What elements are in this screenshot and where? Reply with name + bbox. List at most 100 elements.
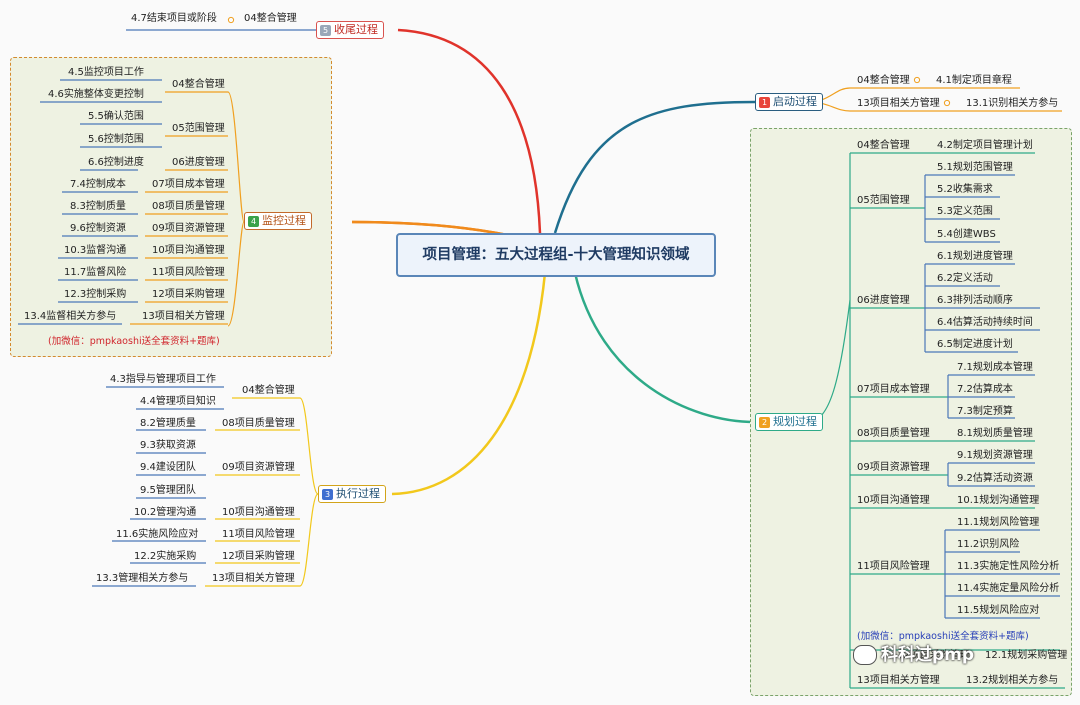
closing-area: 04整合管理 bbox=[244, 13, 297, 24]
planning-area: 13项目相关方管理 bbox=[857, 675, 940, 686]
planning-item: 7.2估算成本 bbox=[957, 384, 1013, 395]
closing-item: 4.7结束项目或阶段 bbox=[131, 13, 217, 24]
planning-item: 11.1规划风险管理 bbox=[957, 517, 1040, 528]
planning-item: 5.3定义范围 bbox=[937, 206, 993, 217]
closing-number-badge: 5 bbox=[320, 25, 331, 36]
planning-item: 12.1规划采购管理 bbox=[985, 650, 1068, 661]
planning-item: 10.1规划沟通管理 bbox=[957, 495, 1040, 506]
monitoring-area: 12项目采购管理 bbox=[152, 289, 225, 300]
monitoring-item: 8.3控制质量 bbox=[70, 201, 126, 212]
executing-number-badge: 3 bbox=[322, 489, 333, 500]
planning-area: 09项目资源管理 bbox=[857, 462, 930, 473]
executing-area: 08项目质量管理 bbox=[222, 418, 295, 429]
initiating-item: 13.1识别相关方参与 bbox=[966, 98, 1059, 109]
executing-item: 10.2管理沟通 bbox=[134, 507, 197, 518]
planning-item: 11.2识别风险 bbox=[957, 539, 1020, 550]
monitoring-item: 11.7监督风险 bbox=[64, 267, 127, 278]
planning-item: 7.3制定预算 bbox=[957, 406, 1013, 417]
center-topic: 项目管理：五大过程组-十大管理知识领域 bbox=[396, 233, 716, 277]
monitoring-area: 06进度管理 bbox=[172, 157, 225, 168]
planning-item: 6.1规划进度管理 bbox=[937, 251, 1013, 262]
planning-label: 规划过程 bbox=[773, 415, 817, 428]
planning-item: 11.4实施定量风险分析 bbox=[957, 583, 1060, 594]
monitoring-item: 12.3控制采购 bbox=[64, 289, 127, 300]
planning-note: (加微信：pmpkaoshi送全套资料+题库) bbox=[857, 631, 1029, 642]
planning-item: 7.1规划成本管理 bbox=[957, 362, 1033, 373]
planning-area: 10项目沟通管理 bbox=[857, 495, 930, 506]
executing-area: 10项目沟通管理 bbox=[222, 507, 295, 518]
planning-item: 5.1规划范围管理 bbox=[937, 162, 1013, 173]
planning-area: 08项目质量管理 bbox=[857, 428, 930, 439]
monitoring-item: 9.6控制资源 bbox=[70, 223, 126, 234]
planning-item: 11.3实施定性风险分析 bbox=[957, 561, 1060, 572]
planning-number-badge: 2 bbox=[759, 417, 770, 428]
planning-item: 6.5制定进度计划 bbox=[937, 339, 1013, 350]
monitoring-item: 5.5确认范围 bbox=[88, 111, 144, 122]
monitoring-item: 10.3监督沟通 bbox=[64, 245, 127, 256]
planning-item: 8.1规划质量管理 bbox=[957, 428, 1033, 439]
wechat-icon bbox=[853, 645, 877, 665]
executing-label: 执行过程 bbox=[336, 487, 380, 500]
planning-area: 05范围管理 bbox=[857, 195, 910, 206]
monitoring-item: 4.6实施整体变更控制 bbox=[48, 89, 144, 100]
planning-item: 6.4估算活动持续时间 bbox=[937, 317, 1033, 328]
monitoring-item: 13.4监督相关方参与 bbox=[24, 311, 117, 322]
monitoring-area: 05范围管理 bbox=[172, 123, 225, 134]
initiating-number-badge: 1 bbox=[759, 97, 770, 108]
monitoring-area: 10项目沟通管理 bbox=[152, 245, 225, 256]
planning-item: 13.2规划相关方参与 bbox=[966, 675, 1059, 686]
monitoring-item: 4.5监控项目工作 bbox=[68, 67, 144, 78]
planning-item: 4.2制定项目管理计划 bbox=[937, 140, 1033, 151]
executing-area: 09项目资源管理 bbox=[222, 462, 295, 473]
monitoring-area: 09项目资源管理 bbox=[152, 223, 225, 234]
monitoring-item: 5.6控制范围 bbox=[88, 134, 144, 145]
planning-area: 04整合管理 bbox=[857, 140, 910, 151]
monitoring-note: (加微信：pmpkaoshi送全套资料+题库) bbox=[48, 336, 220, 347]
planning-item: 9.1规划资源管理 bbox=[957, 450, 1033, 461]
executing-area: 13项目相关方管理 bbox=[212, 573, 295, 584]
monitoring-item: 7.4控制成本 bbox=[70, 179, 126, 190]
executing-item: 9.5管理团队 bbox=[140, 485, 196, 496]
executing-item: 9.4建设团队 bbox=[140, 462, 196, 473]
watermark-text: 科科过pmp bbox=[881, 645, 975, 665]
initiating-label: 启动过程 bbox=[773, 95, 817, 108]
executing-area: 04整合管理 bbox=[242, 385, 295, 396]
monitoring-label: 监控过程 bbox=[262, 214, 306, 227]
executing-item: 9.3获取资源 bbox=[140, 440, 196, 451]
monitoring-item: 6.6控制进度 bbox=[88, 157, 144, 168]
monitoring-area: 04整合管理 bbox=[172, 79, 225, 90]
planning-group-box bbox=[750, 128, 1072, 696]
planning-area: 06进度管理 bbox=[857, 295, 910, 306]
planning-area: 12项目采购管理 bbox=[897, 650, 970, 661]
executing-item: 11.6实施风险应对 bbox=[116, 529, 199, 540]
planning-area: 07项目成本管理 bbox=[857, 384, 930, 395]
monitoring-area: 08项目质量管理 bbox=[152, 201, 225, 212]
executing-item: 4.4管理项目知识 bbox=[140, 396, 216, 407]
monitoring-area: 13项目相关方管理 bbox=[142, 311, 225, 322]
monitoring-area: 07项目成本管理 bbox=[152, 179, 225, 190]
executing-item: 12.2实施采购 bbox=[134, 551, 197, 562]
monitoring-area: 11项目风险管理 bbox=[152, 267, 225, 278]
watermark: 科科过pmp bbox=[853, 640, 974, 665]
planning-item: 5.4创建WBS bbox=[937, 229, 996, 240]
planning-area: 11项目风险管理 bbox=[857, 561, 930, 572]
executing-item: 8.2管理质量 bbox=[140, 418, 196, 429]
monitoring-number-badge: 4 bbox=[248, 216, 259, 227]
executing-item: 4.3指导与管理项目工作 bbox=[110, 374, 216, 385]
planning-item: 6.3排列活动顺序 bbox=[937, 295, 1013, 306]
monitoring-group-box bbox=[10, 57, 332, 357]
executing-item: 13.3管理相关方参与 bbox=[96, 573, 189, 584]
initiating-area: 04整合管理 bbox=[857, 75, 910, 86]
planning-item: 5.2收集需求 bbox=[937, 184, 993, 195]
closing-label: 收尾过程 bbox=[334, 23, 378, 36]
planning-item: 9.2估算活动资源 bbox=[957, 473, 1033, 484]
planning-item: 6.2定义活动 bbox=[937, 273, 993, 284]
executing-area: 12项目采购管理 bbox=[222, 551, 295, 562]
planning-item: 11.5规划风险应对 bbox=[957, 605, 1040, 616]
